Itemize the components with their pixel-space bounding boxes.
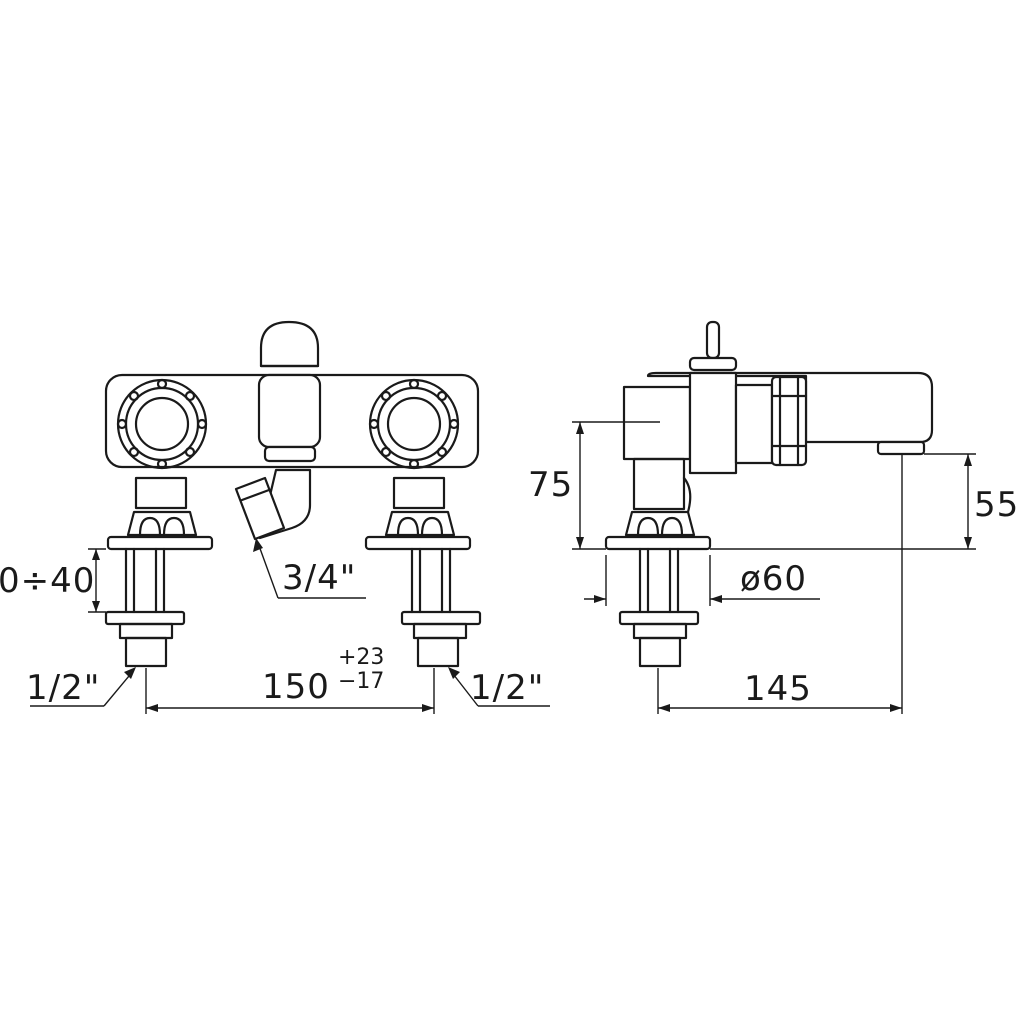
left-thread-leader [30,667,136,707]
flange-diameter-dimension [584,555,820,606]
side-ring [770,375,808,467]
left-thread-label: 1/2" [26,668,100,708]
height-spout-label: 55 [974,485,1019,525]
center-distance-dimension [145,668,435,714]
side-cartridge [688,371,738,475]
height-total-label: 75 [528,465,573,505]
spout-aerator [876,440,926,456]
side-body [622,385,692,461]
center-distance-label: 150 [262,667,330,707]
side-spout [646,371,934,444]
side-lever [688,320,738,372]
projection-label: 145 [744,669,812,709]
tolerance-plus-label: +23 [338,645,384,670]
diverter-knob [257,320,322,463]
adjust-range-dimension [88,548,106,613]
side-leg [604,457,712,668]
left-leg [104,476,214,668]
right-leg [364,476,482,668]
height-spout-dimension [710,453,976,550]
right-thread-label: 1/2" [470,668,544,708]
side-view: 75 55 ø60 145 [528,320,1019,714]
flange-diameter-label: ø60 [740,559,807,599]
outlet-fitting [234,468,312,541]
outlet-size-label: 3/4" [282,558,356,598]
adjust-range-label: 0÷40 [0,561,95,601]
right-thread-leader [448,667,550,707]
tolerance-minus-label: −17 [338,669,384,694]
front-view: 0÷40 3/4" 1/2" 1/2" 15 [0,320,550,714]
left-handle [116,378,208,470]
projection-dimension [657,454,903,714]
outlet-leader [253,538,366,599]
right-handle [368,378,460,470]
height-total-dimension [572,421,660,550]
